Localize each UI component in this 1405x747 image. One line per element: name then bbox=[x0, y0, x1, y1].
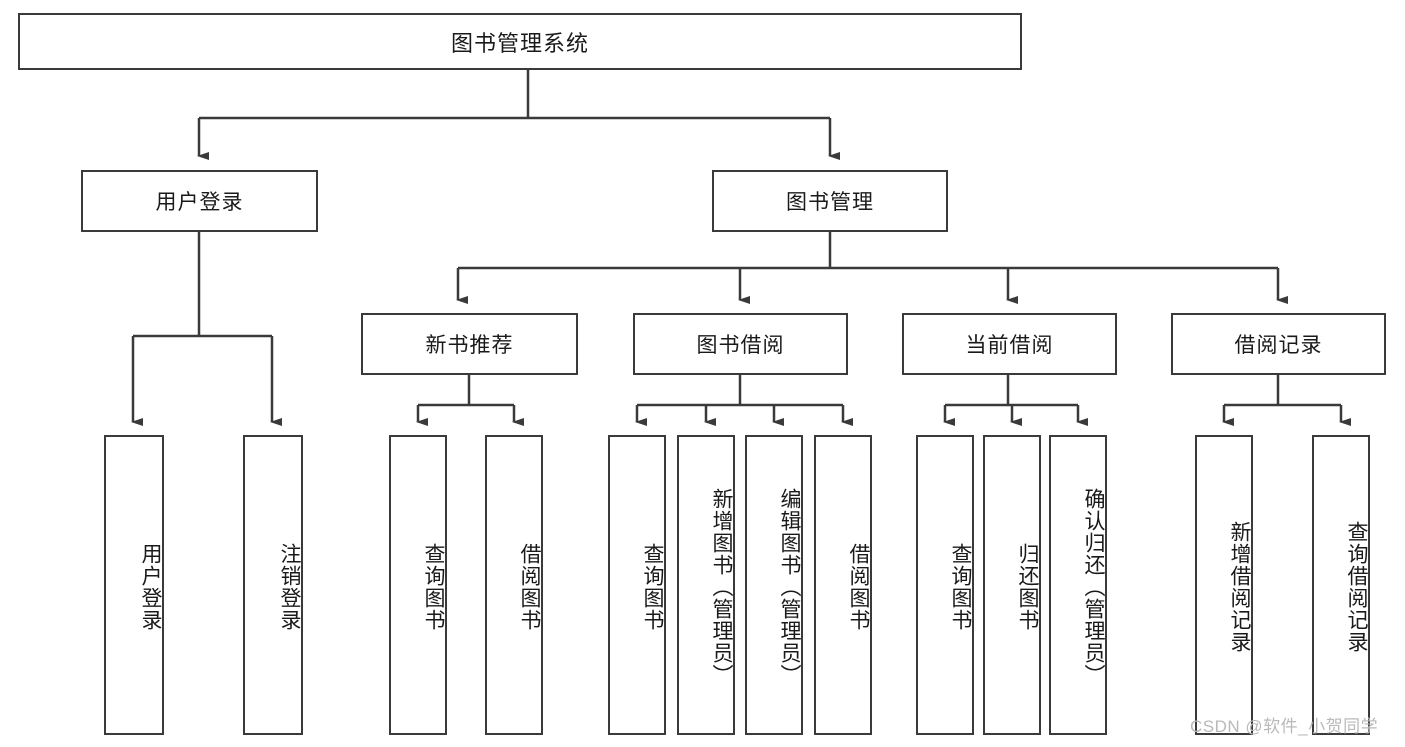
node-book-borrow[interactable]: 图书借阅 bbox=[633, 313, 848, 375]
leaf-new-book-borrow-book[interactable]: 借阅图书 bbox=[485, 435, 543, 735]
leaf-current-borrow-return-book[interactable]: 归还图书 bbox=[983, 435, 1041, 735]
node-label: 借阅图书 bbox=[847, 543, 870, 631]
leaf-new-book-query-book[interactable]: 查询图书 bbox=[389, 435, 447, 735]
node-label: 确认归还（管理员） bbox=[1082, 488, 1105, 686]
leaf-user-login-logout[interactable]: 注销登录 bbox=[243, 435, 303, 735]
node-label: 当前借阅 bbox=[965, 334, 1054, 357]
leaf-book-borrow-edit-book-admin[interactable]: 编辑图书（管理员） bbox=[745, 435, 803, 735]
node-label: 查询图书 bbox=[641, 543, 664, 631]
node-root-book-management-system[interactable]: 图书管理系统 bbox=[18, 13, 1022, 70]
node-label: 查询借阅记录 bbox=[1345, 521, 1368, 653]
leaf-borrow-record-query-record[interactable]: 查询借阅记录 bbox=[1312, 435, 1370, 735]
node-label: 图书管理 bbox=[786, 191, 874, 214]
leaf-borrow-record-add-record[interactable]: 新增借阅记录 bbox=[1195, 435, 1253, 735]
node-label: 归还图书 bbox=[1016, 543, 1039, 631]
node-label: 查询图书 bbox=[949, 543, 972, 631]
leaf-current-borrow-query-book[interactable]: 查询图书 bbox=[916, 435, 974, 735]
node-label: 新增图书（管理员） bbox=[710, 488, 733, 686]
leaf-book-borrow-borrow-book[interactable]: 借阅图书 bbox=[814, 435, 872, 735]
node-label: 查询图书 bbox=[422, 543, 445, 631]
node-label: 编辑图书（管理员） bbox=[778, 488, 801, 686]
node-label: 图书借阅 bbox=[696, 334, 785, 357]
leaf-user-login-login[interactable]: 用户登录 bbox=[104, 435, 164, 735]
node-label: 新书推荐 bbox=[425, 334, 514, 357]
node-label: 图书管理系统 bbox=[450, 30, 589, 56]
node-user-login[interactable]: 用户登录 bbox=[81, 170, 318, 232]
node-label: 用户登录 bbox=[139, 543, 162, 631]
node-label: 用户登录 bbox=[155, 191, 244, 214]
node-borrow-record[interactable]: 借阅记录 bbox=[1171, 313, 1386, 375]
node-new-book-recommend[interactable]: 新书推荐 bbox=[361, 313, 578, 375]
node-label: 注销登录 bbox=[278, 543, 301, 631]
leaf-book-borrow-query-book[interactable]: 查询图书 bbox=[608, 435, 666, 735]
node-label: 新增借阅记录 bbox=[1228, 521, 1251, 653]
node-label: 借阅记录 bbox=[1234, 334, 1323, 357]
leaf-current-borrow-confirm-return-admin[interactable]: 确认归还（管理员） bbox=[1049, 435, 1107, 735]
node-label: 借阅图书 bbox=[518, 543, 541, 631]
csdn-watermark: CSDN @软件_小贺同学 bbox=[1190, 717, 1379, 736]
node-current-borrow[interactable]: 当前借阅 bbox=[902, 313, 1117, 375]
node-book-management[interactable]: 图书管理 bbox=[712, 170, 948, 232]
leaf-book-borrow-add-book-admin[interactable]: 新增图书（管理员） bbox=[677, 435, 735, 735]
